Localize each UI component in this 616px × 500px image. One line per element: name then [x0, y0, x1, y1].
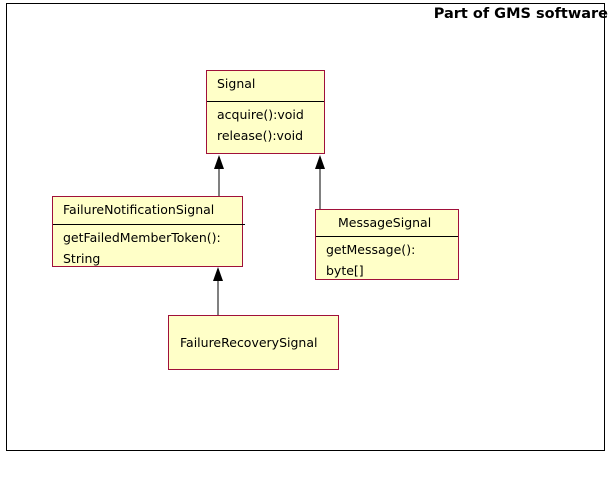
- class-operations: getFailedMemberToken(): String: [53, 225, 242, 269]
- class-name: FailureNotificationSignal: [63, 202, 215, 217]
- class-box-failure-notification-signal: FailureNotificationSignal getFailedMembe…: [52, 196, 245, 269]
- operation: getFailedMemberToken():: [63, 230, 221, 245]
- generalization-arrowhead-message: [315, 155, 325, 169]
- class-box-failure-recovery-signal: FailureRecoverySignal: [168, 315, 339, 370]
- class-divider: [53, 224, 245, 225]
- operation: acquire():void: [217, 107, 304, 122]
- class-name: MessageSignal: [338, 215, 432, 230]
- operation: release():void: [217, 128, 303, 143]
- class-divider: [316, 236, 458, 237]
- diagram-title: Part of GMS software: [433, 6, 608, 22]
- class-box-message-signal: MessageSignal getMessage(): byte[]: [315, 209, 459, 280]
- class-name: Signal: [217, 76, 256, 91]
- class-divider: [207, 101, 324, 102]
- diagram-frame: [6, 3, 605, 451]
- operation: byte[]: [326, 263, 364, 278]
- class-name: FailureRecoverySignal: [180, 335, 318, 350]
- operation: getMessage():: [326, 242, 416, 257]
- class-box-signal: Signal acquire():void release():void: [206, 70, 325, 154]
- class-operations: getMessage(): byte[]: [316, 237, 458, 281]
- generalization-arrowhead-failure-recovery: [213, 267, 223, 281]
- operation: String: [63, 251, 101, 266]
- generalization-arrowhead-failure-notification: [214, 155, 224, 169]
- class-operations: acquire():void release():void: [207, 102, 324, 146]
